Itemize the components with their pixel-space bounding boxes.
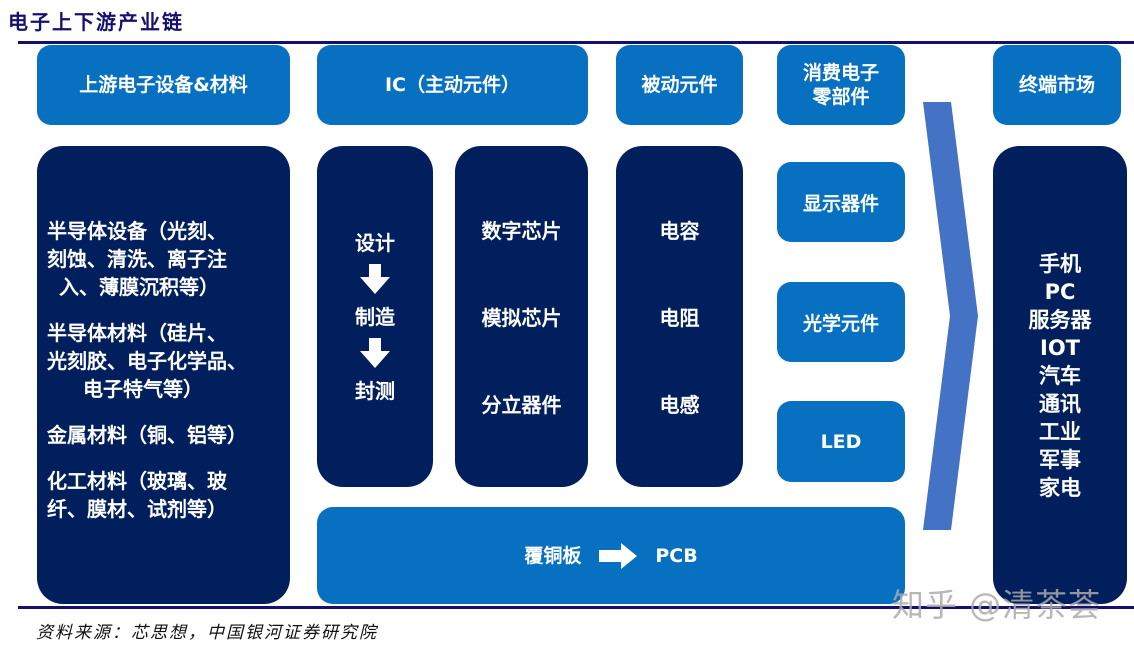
consumer-optics-label: 光学元件 xyxy=(802,312,879,335)
right-arrow-icon xyxy=(599,542,638,569)
text-line: 纤、膜材、试剂等） xyxy=(47,497,227,521)
top-rule xyxy=(18,41,1134,44)
passive-header-label: 被动元件 xyxy=(641,74,718,96)
process-step-packaging-test: 封测 xyxy=(355,378,395,403)
ic-header-label: IC（主动元件） xyxy=(384,74,520,96)
upstream-header: 上游电子设备&材料 xyxy=(37,45,290,125)
page-title: 电子上下游产业链 xyxy=(8,10,184,34)
terminal-item-pc: PC xyxy=(1044,280,1076,304)
passive-resistor: 电阻 xyxy=(659,306,700,330)
terminal-box: 手机 PC 服务器 IOT 汽车 通讯 工业 军事 家电 xyxy=(993,146,1127,604)
consumer-header-line1: 消费电子 xyxy=(802,62,879,84)
source-note: 资料来源：芯思想，中国银河证券研究院 xyxy=(36,623,378,643)
upstream-item-metals: 金属材料（铜、铝等） xyxy=(47,421,247,449)
ic-process-box: 设计 制造 封测 xyxy=(317,146,433,487)
upstream-list: 半导体设备（光刻、 刻蚀、清洗、离子注 入、薄膜沉积等） 半导体材料（硅片、 光… xyxy=(37,217,251,523)
consumer-header-line2: 零部件 xyxy=(812,86,870,108)
upstream-item-equipment: 半导体设备（光刻、 刻蚀、清洗、离子注 入、薄膜沉积等） xyxy=(47,217,247,301)
down-arrow-icon xyxy=(360,263,390,294)
terminal-item-auto: 汽车 xyxy=(1039,364,1081,388)
text-line: 光刻胶、电子化学品、 xyxy=(47,349,247,373)
text-line: 入、薄膜沉积等） xyxy=(59,275,219,299)
text-line: 金属材料（铜、铝等） xyxy=(47,423,247,447)
text-line: 半导体材料（硅片、 xyxy=(47,321,227,345)
consumer-led-box: LED xyxy=(777,401,905,482)
watermark: 知乎 @清茶荟 xyxy=(892,586,1102,624)
passive-box: 电容 电阻 电感 xyxy=(616,146,743,487)
passive-capacitor: 电容 xyxy=(659,219,700,243)
terminal-item-iot: IOT xyxy=(1040,336,1080,360)
pcb-flow: 覆铜板 PCB xyxy=(524,542,698,569)
chip-discrete: 分立器件 xyxy=(481,393,562,417)
upstream-header-label: 上游电子设备&材料 xyxy=(79,74,248,96)
upstream-item-materials: 半导体材料（硅片、 光刻胶、电子化学品、 电子特气等） xyxy=(47,319,247,403)
terminal-item-phone: 手机 xyxy=(1039,252,1081,276)
terminal-item-military: 军事 xyxy=(1039,448,1081,472)
process-step-fab: 制造 xyxy=(355,304,395,329)
consumer-header: 消费电子 零部件 xyxy=(777,45,905,125)
terminal-header-label: 终端市场 xyxy=(1018,74,1095,96)
consumer-optics-box: 光学元件 xyxy=(777,282,905,362)
text-line: 刻蚀、清洗、离子注 xyxy=(47,247,227,271)
text-line: 电子特气等） xyxy=(83,377,203,401)
consumer-display-label: 显示器件 xyxy=(802,192,879,215)
upstream-item-chemicals: 化工材料（玻璃、玻 纤、膜材、试剂等） xyxy=(47,467,247,523)
terminal-item-telecom: 通讯 xyxy=(1039,392,1081,416)
pcb-from-label: 覆铜板 xyxy=(524,544,582,567)
upstream-box: 半导体设备（光刻、 刻蚀、清洗、离子注 入、薄膜沉积等） 半导体材料（硅片、 光… xyxy=(37,146,290,604)
ic-header: IC（主动元件） xyxy=(317,45,588,125)
terminal-item-industrial: 工业 xyxy=(1039,420,1081,444)
chip-analog: 模拟芯片 xyxy=(481,306,562,330)
passive-inductor: 电感 xyxy=(659,393,700,417)
terminal-item-server: 服务器 xyxy=(1028,308,1092,332)
bottom-rule xyxy=(18,606,1134,609)
terminal-item-appliances: 家电 xyxy=(1039,476,1081,500)
passive-header: 被动元件 xyxy=(616,45,743,125)
pcb-box: 覆铜板 PCB xyxy=(317,507,905,604)
down-arrow-icon xyxy=(360,337,390,368)
pcb-to-label: PCB xyxy=(655,544,698,567)
process-step-design: 设计 xyxy=(355,230,395,255)
consumer-led-label: LED xyxy=(820,430,862,453)
ic-chips-box: 数字芯片 模拟芯片 分立器件 xyxy=(455,146,588,487)
text-line: 化工材料（玻璃、玻 xyxy=(47,469,227,493)
terminal-header: 终端市场 xyxy=(993,45,1121,125)
consumer-display-box: 显示器件 xyxy=(777,162,905,242)
text-line: 半导体设备（光刻、 xyxy=(47,219,227,243)
chip-digital: 数字芯片 xyxy=(481,219,562,243)
